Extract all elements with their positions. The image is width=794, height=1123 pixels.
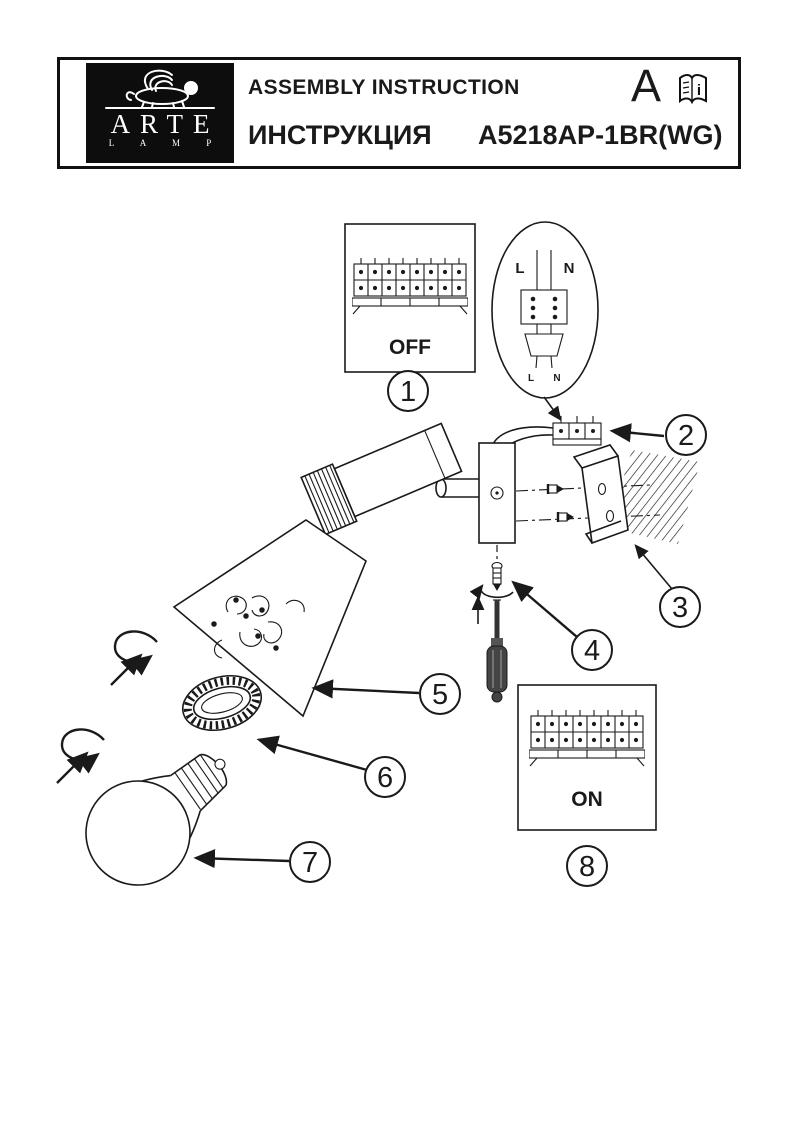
retaining-ring bbox=[181, 675, 263, 731]
mounting-screw-a bbox=[546, 484, 564, 494]
bracket-plate bbox=[581, 454, 629, 545]
on-label: ON bbox=[571, 788, 603, 811]
title-english: ASSEMBLY INSTRUCTION bbox=[248, 76, 520, 99]
svg-text:3: 3 bbox=[672, 592, 688, 624]
winged-lion-icon bbox=[105, 69, 215, 109]
screwdriver bbox=[486, 599, 508, 703]
book-info-letter: i bbox=[697, 82, 701, 99]
terminal-strip-on bbox=[529, 709, 645, 767]
rotate-arrow-bulb bbox=[56, 728, 105, 784]
connector-block bbox=[520, 289, 568, 325]
fixture-terminal-block bbox=[552, 416, 602, 446]
lampshade bbox=[172, 519, 367, 718]
neutral-label-top: N bbox=[564, 260, 575, 277]
brand-subtitle: L A M P bbox=[108, 138, 224, 148]
model-number: A5218AP-1BR(WG) bbox=[478, 120, 723, 150]
arrow-to-terminal bbox=[609, 423, 665, 443]
spot-head bbox=[300, 422, 463, 536]
wall-hatching bbox=[608, 450, 700, 544]
revision-letter: A bbox=[631, 60, 662, 111]
arrow-to-bulb bbox=[193, 848, 290, 869]
mounting-bracket-group bbox=[515, 444, 700, 590]
callout-3: 3 bbox=[659, 586, 701, 628]
wall-lamp-body bbox=[300, 422, 554, 544]
arrow-to-ring bbox=[256, 735, 368, 772]
callout-2: 2 bbox=[665, 414, 707, 456]
step1-power-off-box: OFF bbox=[344, 223, 476, 373]
svg-text:6: 6 bbox=[377, 762, 393, 794]
callout-8: 8 bbox=[566, 845, 608, 887]
svg-text:5: 5 bbox=[432, 679, 448, 711]
header: ARTE L A M P ASSEMBLY INSTRUCTION ИНСТРУ… bbox=[57, 57, 741, 169]
manual-book-icon: i bbox=[677, 71, 709, 116]
mounting-screw-b bbox=[556, 512, 574, 522]
step8-power-on-box: ON bbox=[517, 684, 657, 831]
mains-cable bbox=[524, 333, 564, 357]
svg-text:4: 4 bbox=[584, 635, 600, 667]
rotation-arc bbox=[469, 584, 514, 600]
arrow-to-screw bbox=[511, 580, 578, 638]
brand-name: ARTE bbox=[110, 109, 220, 139]
callout-6: 6 bbox=[364, 756, 406, 798]
neutral-label-bottom: N bbox=[553, 373, 560, 384]
wiring-detail-oval: L N L N bbox=[491, 221, 599, 421]
shade-ornament bbox=[211, 595, 305, 659]
rotate-arrow-shade bbox=[110, 630, 158, 686]
callout-5: 5 bbox=[419, 673, 461, 715]
svg-text:2: 2 bbox=[678, 420, 694, 452]
bracket-pointer-line bbox=[634, 544, 673, 590]
arrow-to-shade bbox=[311, 679, 420, 699]
off-label: OFF bbox=[389, 336, 431, 359]
light-bulb bbox=[85, 753, 228, 886]
callout-1: 1 bbox=[387, 370, 429, 412]
brand-logo: ARTE L A M P bbox=[86, 63, 234, 163]
detail-pointer-line bbox=[543, 396, 562, 421]
svg-text:7: 7 bbox=[302, 847, 318, 879]
line-label-bottom: L bbox=[528, 373, 534, 384]
callout-4: 4 bbox=[571, 629, 613, 671]
callout-7: 7 bbox=[289, 841, 331, 883]
terminal-strip-off bbox=[352, 257, 468, 315]
svg-text:1: 1 bbox=[400, 376, 416, 408]
line-label-top: L bbox=[515, 260, 524, 277]
svg-text:8: 8 bbox=[579, 851, 595, 883]
locking-screw-group bbox=[469, 545, 514, 624]
title-russian: ИНСТРУКЦИЯ bbox=[248, 120, 432, 150]
